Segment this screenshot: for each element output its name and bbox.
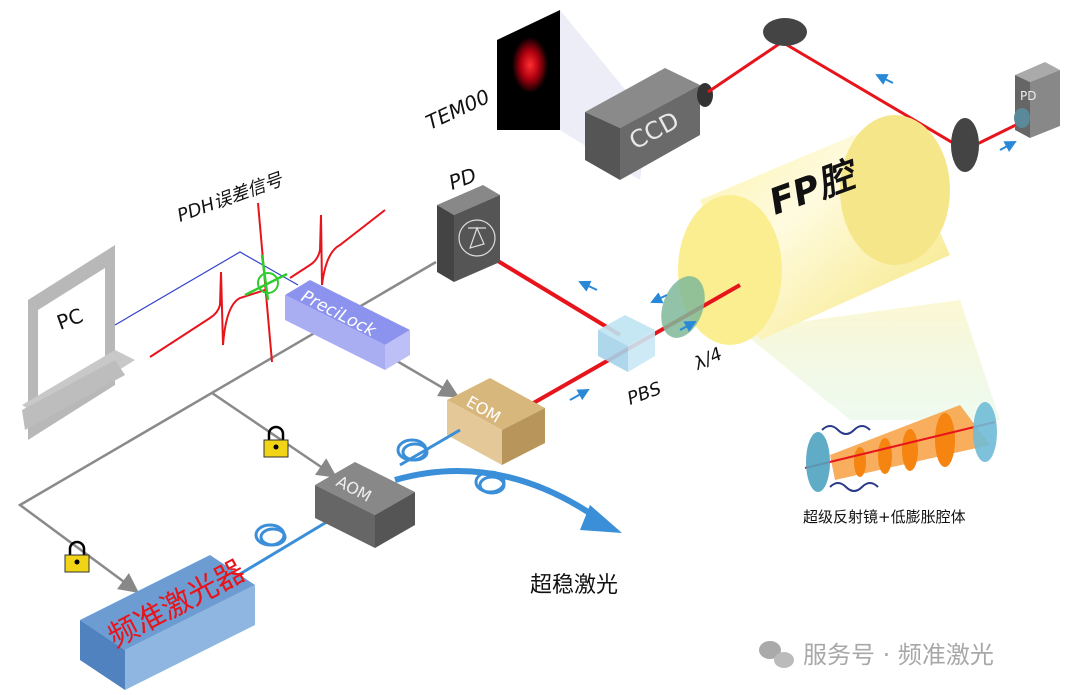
output-arrowhead — [580, 505, 622, 533]
pc-computer — [22, 245, 135, 440]
inset-caption: 超级反射镜+低膨胀腔体 — [803, 508, 966, 526]
output-label: 超稳激光 — [530, 573, 618, 598]
aom-modulator — [315, 462, 415, 548]
laser-source — [80, 555, 255, 690]
lock-icon — [64, 540, 90, 573]
wechat-icon — [759, 641, 794, 668]
beam-direction-arrow — [650, 292, 668, 304]
beam-direction-arrow — [875, 74, 894, 85]
quarter-wave-label: λ/4 — [690, 344, 725, 375]
reflected-beam — [486, 253, 622, 337]
photodiode-icon — [458, 219, 496, 257]
mirror-right — [951, 118, 979, 172]
lock-icon — [263, 425, 289, 458]
pdh-error-signal-plot — [149, 202, 386, 363]
pd-top-label: PD — [1020, 89, 1036, 103]
eom-modulator — [447, 378, 545, 465]
pbs-label: PBS — [625, 378, 665, 410]
pd-transmission-detector — [1014, 62, 1060, 138]
cavity-inset-illustration — [804, 402, 997, 492]
fp-cavity — [678, 115, 1000, 420]
transmitted-beam — [707, 40, 1031, 152]
beam-direction-arrow — [999, 141, 1017, 152]
precilock-controller — [285, 280, 410, 370]
watermark-text: 服务号 · 频准激光 — [803, 641, 994, 669]
pdh-signal-label: PDH误差信号 — [175, 169, 287, 227]
beam-direction-arrow — [679, 321, 697, 332]
pc-signal-line — [114, 251, 299, 326]
mirror-top — [763, 18, 807, 46]
ccd-camera — [585, 68, 713, 180]
pbs-cube — [598, 315, 655, 372]
tem00-label: TEM00 — [422, 84, 493, 134]
beam-direction-arrow — [569, 389, 590, 401]
output-arrow — [394, 468, 602, 523]
beam-direction-arrow — [578, 280, 598, 292]
pd-reflection-detector — [437, 185, 500, 282]
